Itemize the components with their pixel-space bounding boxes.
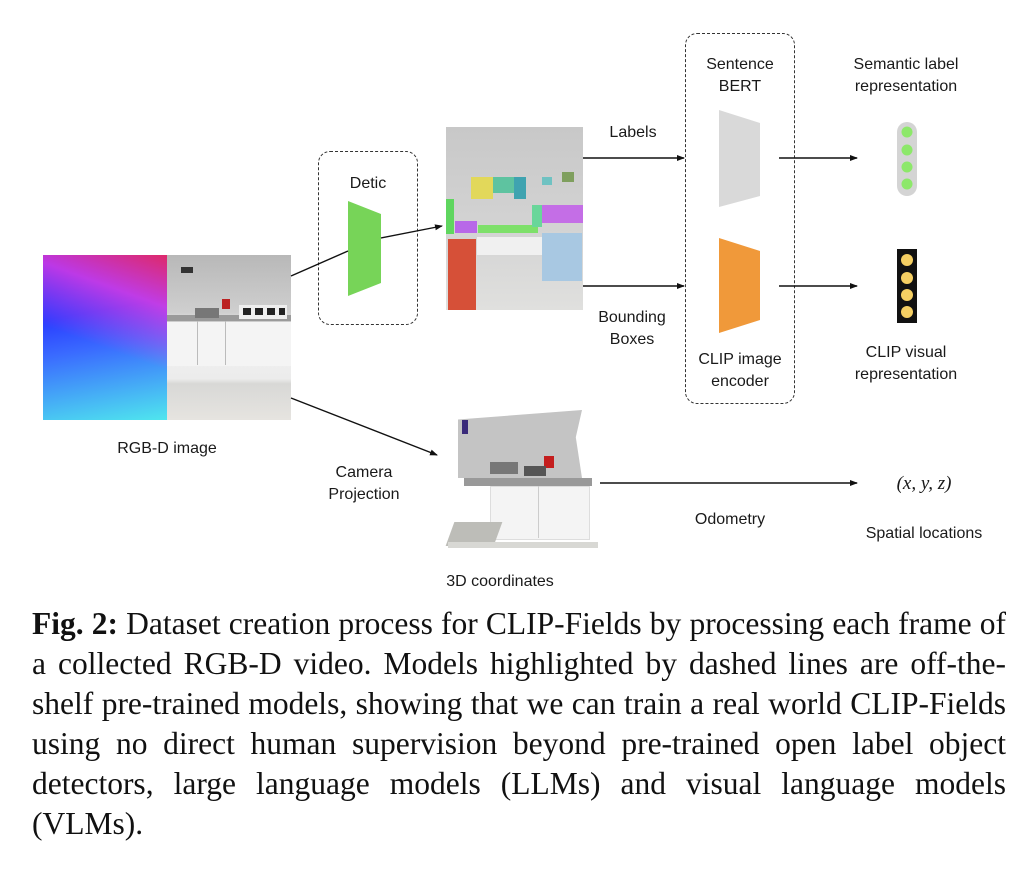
segmented-image xyxy=(446,127,583,310)
semantic-rep-label: Semantic label representation xyxy=(830,54,982,98)
semantic-vector-dot xyxy=(901,178,913,190)
camera-projection-label-line2: Projection xyxy=(328,486,400,503)
semantic-vector-dot xyxy=(901,126,913,138)
detic-dashed-box xyxy=(318,151,418,325)
sbert-label-line1: Sentence xyxy=(706,56,774,73)
semantic-rep-label-line2: representation xyxy=(854,78,958,95)
point-cloud-image xyxy=(440,402,600,552)
sbert-model-shape xyxy=(719,110,760,207)
clip-model-shape xyxy=(719,238,760,333)
detic-model-shape xyxy=(348,201,381,296)
3d-coordinates-label: 3D coordinates xyxy=(446,573,554,590)
clip-rep-label-line2: representation xyxy=(854,366,958,383)
detic-label: Detic xyxy=(349,175,387,192)
depth-map xyxy=(43,255,167,420)
clip-vector-bar xyxy=(897,249,917,323)
arrow-camera-projection xyxy=(290,397,438,456)
figure-caption: Fig. 2: Dataset creation process for CLI… xyxy=(32,604,1006,844)
clip-rep-label: CLIP visual representation xyxy=(830,342,982,386)
labels-edge-label: Labels xyxy=(609,124,657,141)
caption-text: Dataset creation process for CLIP-Fields… xyxy=(32,606,1007,841)
bbox-edge-label-line2: Boxes xyxy=(609,331,655,348)
rgbd-image xyxy=(43,255,291,420)
spatial-coords-math: (x, y, z) xyxy=(896,473,952,494)
clip-vector-dot xyxy=(901,289,913,301)
pretrained-models-dashed-box xyxy=(685,33,795,404)
sbert-label-line2: BERT xyxy=(718,78,762,95)
clip-encoder-label: CLIP image encoder xyxy=(685,349,795,393)
rgbd-label: RGB-D image xyxy=(117,440,217,457)
diagram-shapes xyxy=(290,110,917,486)
camera-projection-label: Camera Projection xyxy=(314,462,414,506)
semantic-rep-label-line1: Semantic label xyxy=(853,56,959,73)
caption-prefix: Fig. 2: xyxy=(32,606,119,641)
clip-vector-dot xyxy=(901,254,913,266)
rgb-photo xyxy=(167,255,291,420)
semantic-vector-dot xyxy=(901,161,913,173)
clip-encoder-label-line1: CLIP image xyxy=(698,351,782,368)
sbert-label: Sentence BERT xyxy=(685,54,795,98)
clip-vector-dot xyxy=(901,306,913,318)
spatial-locations-label: Spatial locations xyxy=(865,525,983,542)
clip-rep-label-line1: CLIP visual xyxy=(865,344,947,361)
semantic-vector-bar xyxy=(897,122,917,196)
clip-vector-dot xyxy=(901,272,913,284)
bbox-edge-label-line1: Bounding xyxy=(598,309,666,326)
semantic-vector-dot xyxy=(901,144,913,156)
arrow-detic-to-segmented xyxy=(380,224,443,239)
arrow-rgbd-to-detic xyxy=(290,250,349,277)
clip-encoder-label-line2: encoder xyxy=(711,373,769,390)
bbox-edge-label: Bounding Boxes xyxy=(584,307,680,351)
camera-projection-label-line1: Camera xyxy=(335,464,393,481)
odometry-label: Odometry xyxy=(694,511,766,528)
